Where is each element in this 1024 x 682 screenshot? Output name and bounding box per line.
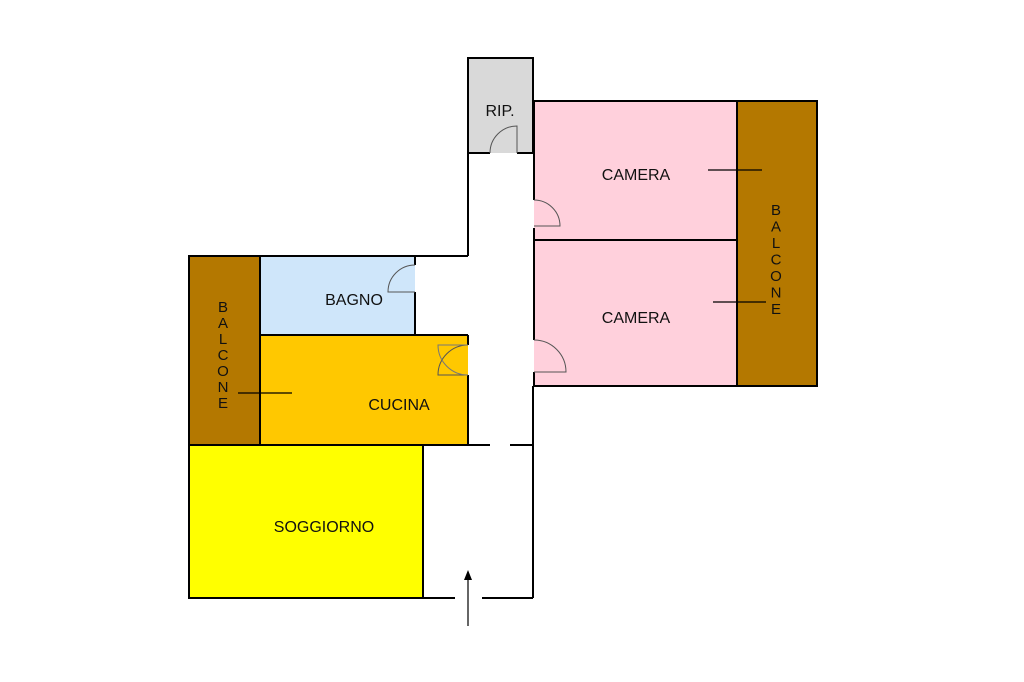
camera-bottom-room[interactable]	[534, 241, 737, 386]
soggiorno-label: SOGGIORNO	[274, 519, 374, 536]
balcone-right-room[interactable]	[737, 101, 817, 386]
entrance-arrow-icon	[464, 570, 472, 626]
balcone-left-room[interactable]	[189, 256, 260, 445]
cucina-room[interactable]	[261, 336, 468, 445]
walls	[188, 57, 818, 599]
ripostiglio-room[interactable]	[468, 58, 533, 153]
pointer-lines	[238, 169, 766, 394]
ripostiglio-label: RIP.	[485, 103, 514, 120]
soggiorno-room[interactable]	[189, 446, 423, 598]
camera-top-room[interactable]	[534, 101, 737, 240]
cucina-label: CUCINA	[368, 397, 430, 414]
camera-bottom-label: CAMERA	[602, 310, 671, 327]
camera-top-label: CAMERA	[602, 167, 671, 184]
bagno-room[interactable]	[261, 256, 415, 335]
bagno-label: BAGNO	[325, 292, 383, 309]
door-swings	[387, 125, 567, 376]
